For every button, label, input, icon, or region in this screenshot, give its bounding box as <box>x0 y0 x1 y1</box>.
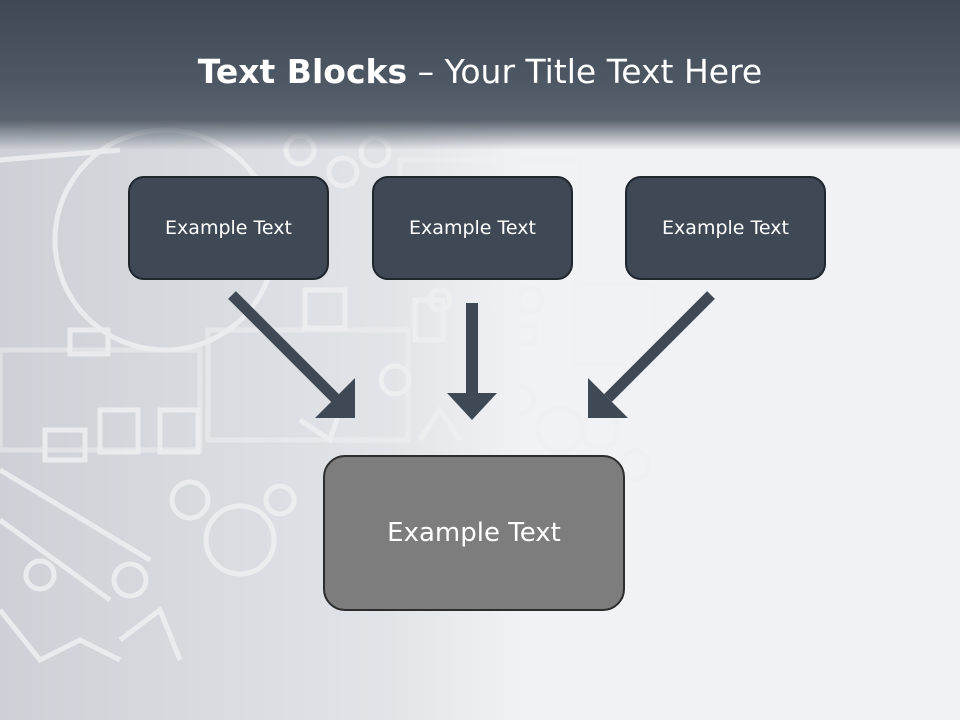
slide-title[interactable]: Text Blocks – Your Title Text Here <box>0 52 960 91</box>
text-block-1-label: Example Text <box>165 217 292 239</box>
text-block-1[interactable]: Example Text <box>128 176 329 280</box>
title-rest: Your Title Text Here <box>444 52 763 91</box>
arrow-center <box>447 303 497 420</box>
main-text-block[interactable]: Example Text <box>323 455 625 611</box>
title-bold-part: Text Blocks <box>197 52 408 91</box>
title-dash: – <box>407 52 445 91</box>
title-header-band <box>0 0 960 150</box>
text-block-3[interactable]: Example Text <box>625 176 826 280</box>
arrow-left <box>228 291 355 418</box>
text-block-2-label: Example Text <box>409 217 536 239</box>
text-block-3-label: Example Text <box>662 217 789 239</box>
arrow-right <box>588 291 715 418</box>
text-block-2[interactable]: Example Text <box>372 176 573 280</box>
main-text-block-label: Example Text <box>387 518 561 548</box>
